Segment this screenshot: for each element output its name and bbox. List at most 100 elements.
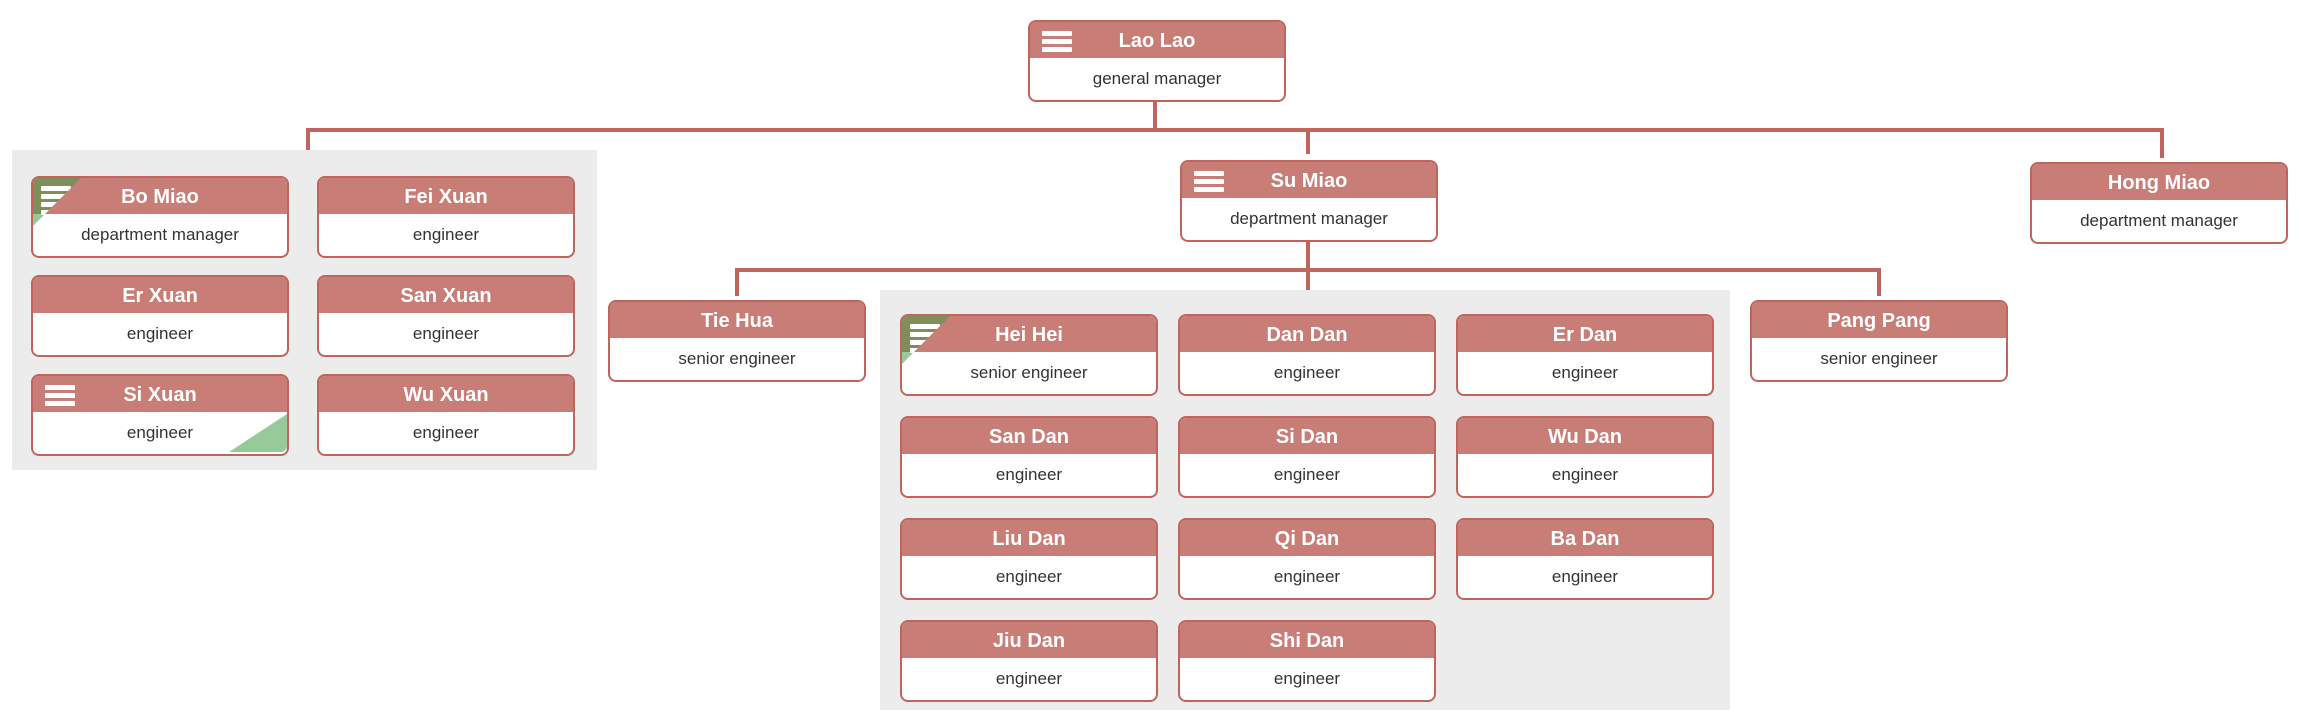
connector-stub-tie-hua	[735, 270, 739, 296]
node-name-label: Ba Dan	[1550, 528, 1620, 550]
org-node-fei-xuan[interactable]: Fei Xuan engineer	[317, 176, 575, 258]
node-role-label: engineer	[126, 324, 194, 343]
node-role-box: engineer	[319, 315, 573, 353]
connector-su-miao-drop	[1306, 242, 1310, 272]
org-node-lao-lao[interactable]: Lao Lao general manager	[1028, 20, 1286, 102]
node-role-label: engineer	[1273, 465, 1341, 484]
node-role-box: engineer	[319, 216, 573, 254]
node-role-box: general manager	[1030, 60, 1284, 98]
node-title-bar: Ba Dan	[1458, 520, 1712, 558]
node-title-bar: Lao Lao	[1030, 22, 1284, 60]
node-role-label: engineer	[1551, 567, 1619, 586]
connector-stub-bo-miao-group	[306, 130, 310, 152]
green-corner-drop-indicator-icon	[229, 414, 287, 452]
node-role-label: department manager	[1230, 209, 1388, 228]
org-node-er-xuan[interactable]: Er Xuan engineer	[31, 275, 289, 357]
node-title-bar: Tie Hua	[610, 302, 864, 340]
node-role-label: engineer	[412, 225, 480, 244]
node-role-label: general manager	[1092, 69, 1222, 88]
node-name-label: Wu Xuan	[403, 384, 489, 406]
org-node-si-dan[interactable]: Si Dan engineer	[1178, 416, 1436, 498]
node-name-label: Hei Hei	[995, 324, 1063, 346]
org-node-ba-dan[interactable]: Ba Dan engineer	[1456, 518, 1714, 600]
node-title-bar: Shi Dan	[1180, 622, 1434, 660]
org-node-hong-miao[interactable]: Hong Miao department manager	[2030, 162, 2288, 244]
menu-icon-bar	[1042, 39, 1072, 44]
node-role-box: senior engineer	[902, 354, 1156, 392]
node-title-bar: Wu Dan	[1458, 418, 1712, 456]
hamburger-menu-icon[interactable]	[45, 376, 77, 412]
node-name-label: Lao Lao	[1118, 30, 1196, 52]
node-role-label: engineer	[1273, 669, 1341, 688]
node-title-bar: Hong Miao	[2032, 164, 2286, 202]
node-name-label: Si Xuan	[123, 384, 197, 406]
node-name-label: Shi Dan	[1269, 630, 1345, 652]
node-title-bar: Jiu Dan	[902, 622, 1156, 660]
node-role-box: engineer	[33, 315, 287, 353]
org-node-liu-dan[interactable]: Liu Dan engineer	[900, 518, 1158, 600]
menu-icon-bar	[1042, 31, 1072, 36]
connector-stub-su-miao	[1306, 130, 1310, 154]
node-role-box: engineer	[319, 414, 573, 452]
node-title-bar: Wu Xuan	[319, 376, 573, 414]
node-role-box: senior engineer	[1752, 340, 2006, 378]
org-node-wu-xuan[interactable]: Wu Xuan engineer	[317, 374, 575, 456]
node-role-box: engineer	[1180, 660, 1434, 698]
node-name-label: Bo Miao	[121, 186, 199, 208]
node-title-bar: Si Dan	[1180, 418, 1434, 456]
node-name-label: Er Xuan	[122, 285, 198, 307]
node-role-label: engineer	[995, 465, 1063, 484]
node-role-box: engineer	[902, 660, 1156, 698]
group-dan-team: Hei Hei senior engineer Dan Dan engineer E…	[880, 290, 1730, 710]
node-role-label: senior engineer	[678, 349, 796, 368]
connector-level1-horizontal	[306, 128, 2164, 132]
node-role-label: senior engineer	[1820, 349, 1938, 368]
node-role-label: engineer	[412, 423, 480, 442]
hamburger-menu-icon[interactable]	[1042, 22, 1074, 58]
node-title-bar: Liu Dan	[902, 520, 1156, 558]
node-title-bar: Er Xuan	[33, 277, 287, 315]
node-role-label: engineer	[1273, 363, 1341, 382]
org-node-san-xuan[interactable]: San Xuan engineer	[317, 275, 575, 357]
org-node-shi-dan[interactable]: Shi Dan engineer	[1178, 620, 1436, 702]
org-node-hei-hei[interactable]: Hei Hei senior engineer	[900, 314, 1158, 396]
node-role-box: engineer	[1180, 456, 1434, 494]
node-role-label: engineer	[995, 567, 1063, 586]
node-name-label: Jiu Dan	[992, 630, 1066, 652]
node-name-label: Fei Xuan	[404, 186, 488, 208]
node-title-bar: San Xuan	[319, 277, 573, 315]
node-title-bar: Hei Hei	[902, 316, 1156, 354]
menu-icon-bar	[1194, 171, 1224, 176]
node-name-label: Wu Dan	[1547, 426, 1623, 448]
menu-icon-bar	[1042, 47, 1072, 52]
node-title-bar: Bo Miao	[33, 178, 287, 216]
node-name-label: Dan Dan	[1266, 324, 1348, 346]
node-name-label: Qi Dan	[1274, 528, 1340, 550]
org-node-tie-hua[interactable]: Tie Hua senior engineer	[608, 300, 866, 382]
node-role-box: engineer	[902, 558, 1156, 596]
node-role-box: engineer	[902, 456, 1156, 494]
menu-icon-bar	[1194, 179, 1224, 184]
menu-icon-bar	[41, 186, 71, 191]
menu-icon-bar	[41, 194, 71, 199]
menu-icon-bar	[45, 401, 75, 406]
node-name-label: Hong Miao	[2107, 172, 2211, 194]
hamburger-menu-icon[interactable]	[1194, 162, 1226, 198]
connector-stub-dan-group	[1306, 270, 1310, 292]
node-role-box: department manager	[2032, 202, 2286, 240]
menu-icon-bar	[910, 332, 940, 337]
node-role-box: engineer	[1180, 354, 1434, 392]
node-role-box: engineer	[1458, 354, 1712, 392]
org-node-dan-dan[interactable]: Dan Dan engineer	[1178, 314, 1436, 396]
node-name-label: San Xuan	[400, 285, 492, 307]
org-node-jiu-dan[interactable]: Jiu Dan engineer	[900, 620, 1158, 702]
